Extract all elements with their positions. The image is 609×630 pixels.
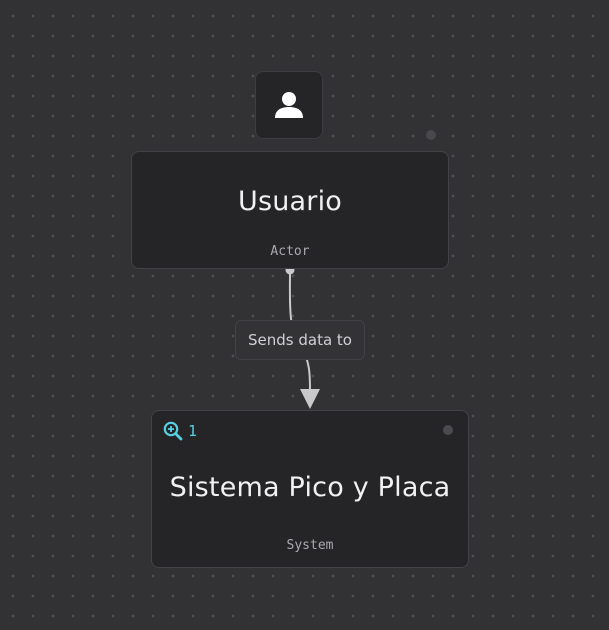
node-type-label: System xyxy=(286,538,334,553)
zoom-count: 1 xyxy=(188,422,198,440)
zoom-badge[interactable]: 1 xyxy=(163,421,197,441)
background-handle-dot xyxy=(426,130,436,140)
user-icon xyxy=(275,92,303,118)
zoom-in-icon xyxy=(163,421,183,441)
edge-label[interactable]: Sends data to xyxy=(235,320,365,360)
actor-avatar[interactable] xyxy=(255,71,323,139)
node-type-label: Actor xyxy=(270,244,310,259)
actor-node-usuario[interactable]: Usuario Actor xyxy=(131,151,449,269)
edge-arrowhead xyxy=(300,389,320,409)
status-dot xyxy=(443,425,453,435)
system-node-pico-y-placa[interactable]: 1 Sistema Pico y Placa System xyxy=(151,410,469,568)
node-title: Sistema Pico y Placa xyxy=(169,472,451,503)
node-title: Usuario xyxy=(237,186,342,217)
